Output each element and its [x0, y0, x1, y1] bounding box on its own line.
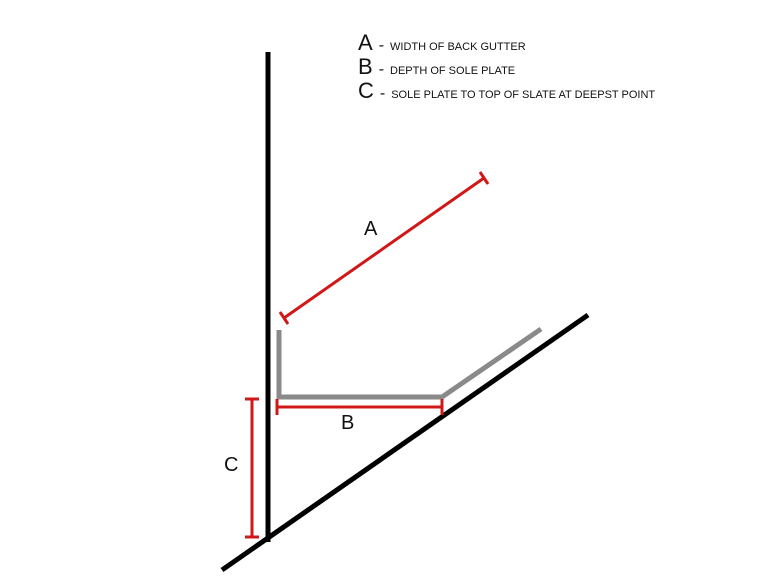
- dimension-b: [275, 399, 444, 415]
- legend-key: C: [358, 78, 374, 103]
- label-b: B: [341, 412, 355, 434]
- label-a: A: [364, 218, 378, 240]
- gutter-profile: [276, 326, 543, 400]
- legend-key: B: [358, 54, 373, 79]
- legend-item-a: A - WIDTH OF BACK GUTTER: [358, 30, 655, 55]
- roof-slope-line: [220, 312, 590, 573]
- legend-key: A: [358, 30, 373, 55]
- legend: A - WIDTH OF BACK GUTTER B - DEPTH OF SO…: [358, 30, 656, 103]
- legend-description: WIDTH OF BACK GUTTER: [390, 41, 526, 53]
- legend-item-b: B - DEPTH OF SOLE PLATE: [358, 54, 655, 79]
- legend-separator: -: [378, 37, 385, 54]
- legend-item-c: C - SOLE PLATE TO TOP OF SLATE AT DEEPST…: [358, 78, 656, 103]
- legend-description: SOLE PLATE TO TOP OF SLATE AT DEEPST POI…: [391, 89, 656, 101]
- dimension-a: [278, 171, 490, 325]
- label-c: C: [224, 454, 239, 476]
- legend-separator: -: [378, 61, 385, 78]
- legend-description: DEPTH OF SOLE PLATE: [390, 65, 516, 77]
- legend-separator: -: [379, 85, 386, 102]
- dimension-c: [245, 397, 259, 539]
